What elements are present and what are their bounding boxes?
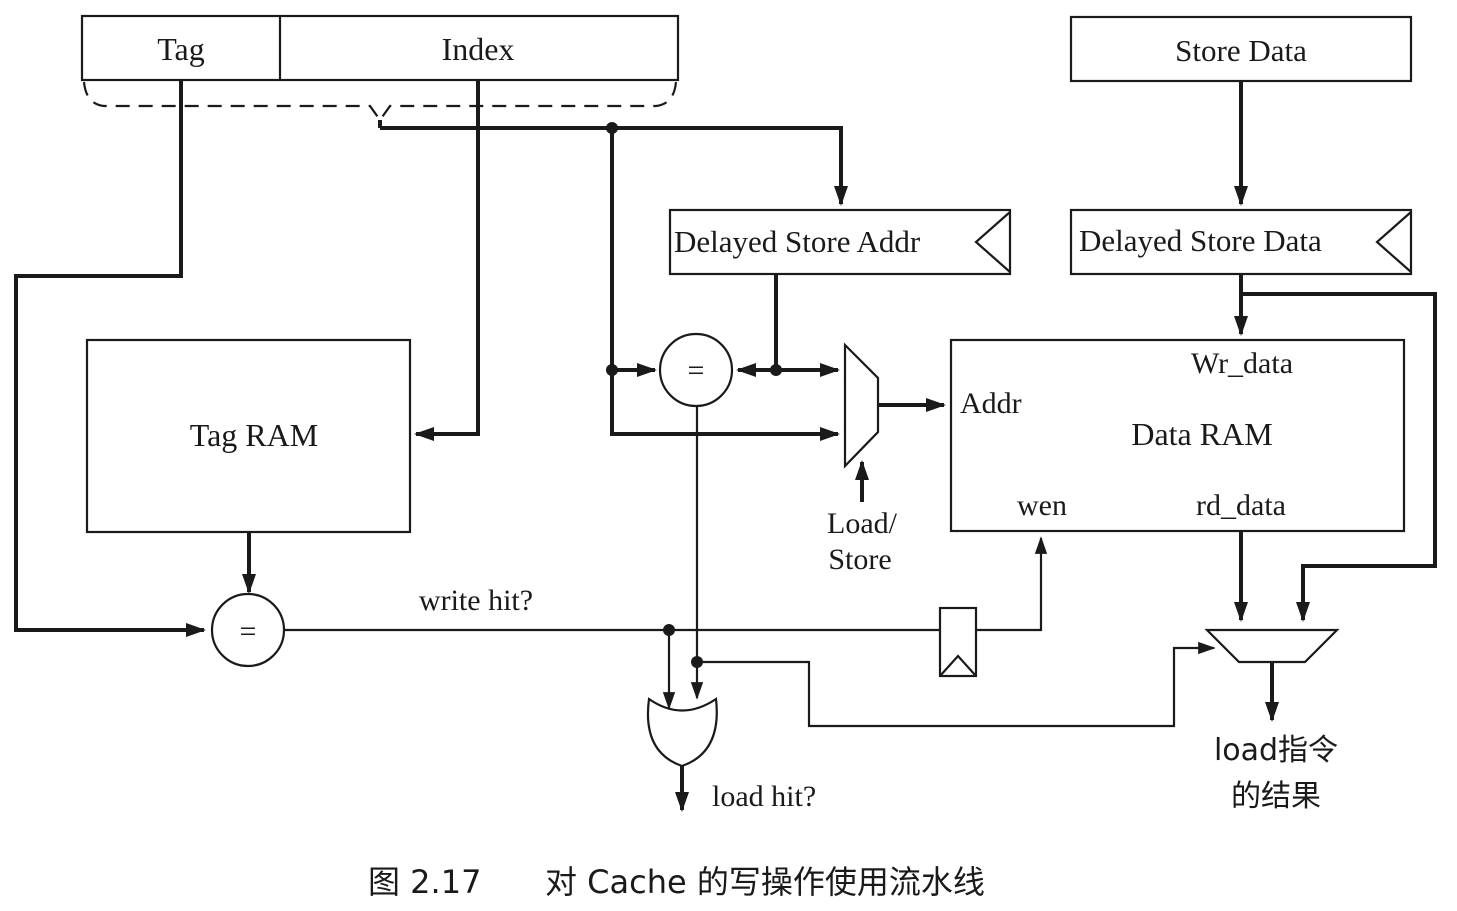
load-hit-label: load hit? bbox=[712, 780, 816, 813]
wire-tag-to-tag-compare bbox=[14, 80, 206, 637]
wire-index-to-tag-ram bbox=[414, 80, 480, 441]
or-gate bbox=[646, 697, 718, 768]
wire-address-to-delayed-addr bbox=[380, 126, 848, 206]
wen-port-label: wen bbox=[1017, 489, 1067, 522]
rd-data-port-label: rd_data bbox=[1196, 489, 1286, 522]
figure-caption: 对 Cache 的写操作使用流水线 bbox=[545, 863, 985, 901]
data-ram-block: Data RAM Addr Wr_data wen rd_data bbox=[949, 338, 1406, 533]
store-data-box: Store Data bbox=[1069, 15, 1413, 83]
load-store-label-line2: Store bbox=[828, 543, 891, 576]
address-brace bbox=[82, 81, 678, 122]
store-data-label: Store Data bbox=[1175, 33, 1307, 68]
equals-icon: = bbox=[240, 615, 257, 648]
delayed-store-data-label: Delayed Store Data bbox=[1079, 223, 1322, 258]
index-field-label: Index bbox=[442, 31, 515, 67]
address-register-box bbox=[80, 14, 680, 82]
tag-ram-label: Tag RAM bbox=[190, 417, 318, 453]
wire-flipflop-to-wen bbox=[976, 536, 1048, 632]
junction-dot bbox=[606, 364, 618, 376]
tag-compare-comparator: = bbox=[210, 592, 286, 668]
clock-triangle-icon bbox=[939, 654, 977, 677]
addr-port-label: Addr bbox=[960, 387, 1022, 420]
write-hit-label: write hit? bbox=[419, 584, 533, 617]
result-label-line1: load指令 bbox=[1214, 733, 1338, 768]
delayed-store-data-register: Delayed Store Data bbox=[1069, 208, 1413, 276]
junction-dot bbox=[770, 364, 782, 376]
delayed-store-addr-register: Delayed Store Addr bbox=[668, 208, 1012, 276]
data-ram-label: Data RAM bbox=[1131, 416, 1272, 452]
wire-address-to-mux bbox=[610, 128, 840, 441]
delayed-store-addr-label: Delayed Store Addr bbox=[674, 224, 921, 259]
tag-ram-block: Tag RAM bbox=[85, 338, 412, 534]
clock-triangle-icon bbox=[1375, 211, 1412, 273]
junction-dot bbox=[606, 122, 618, 134]
figure-number: 图 2.17 bbox=[368, 863, 481, 901]
address-mux bbox=[843, 342, 880, 469]
tag-field-label: Tag bbox=[157, 31, 205, 67]
wr-data-port-label: Wr_data bbox=[1191, 347, 1293, 380]
wire-addr-compare-to-output-mux bbox=[697, 641, 1216, 728]
wire-store-data-bypass bbox=[1241, 292, 1437, 622]
addr-compare-comparator: = bbox=[658, 332, 734, 408]
output-mux bbox=[1204, 628, 1340, 664]
write-hit-flipflop bbox=[938, 606, 978, 678]
equals-icon: = bbox=[688, 354, 705, 387]
result-label-line2: 的结果 bbox=[1231, 779, 1321, 814]
load-store-label-line1: Load/ bbox=[827, 507, 898, 540]
address-register: Tag Index bbox=[80, 14, 680, 82]
clock-triangle-icon bbox=[974, 211, 1011, 273]
